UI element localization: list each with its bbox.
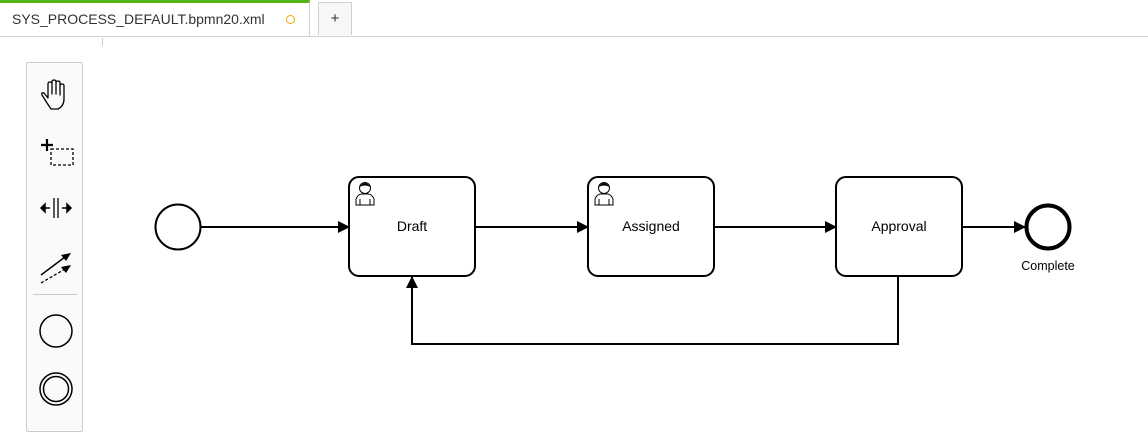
hand-icon: [41, 79, 65, 110]
user-icon: [355, 182, 375, 206]
palette-separator: [33, 294, 77, 295]
unsaved-changes-dot-icon: [286, 15, 295, 24]
hand-tool-button[interactable]: [33, 73, 79, 117]
intermediate-event-circle-icon: [39, 372, 73, 406]
task-draft[interactable]: Draft: [348, 176, 476, 277]
tab-bar: SYS_PROCESS_DEFAULT.bpmn20.xml +: [0, 0, 1148, 37]
task-assigned[interactable]: Assigned: [587, 176, 715, 277]
task-assigned-label: Assigned: [622, 218, 680, 234]
flow-approval-draft[interactable]: [406, 276, 899, 345]
task-approval-label: Approval: [871, 218, 926, 234]
start-event-circle-icon: [39, 314, 73, 348]
connect-arrow-icon: [40, 253, 71, 284]
end-event[interactable]: Complete: [1021, 203, 1075, 274]
end-event-label: Complete: [1021, 259, 1075, 273]
bpmn-canvas[interactable]: Draft Assigned Approval Complete: [0, 0, 1148, 423]
tool-palette: [26, 62, 83, 432]
lasso-selection-icon: [41, 139, 74, 166]
tab-process-file[interactable]: SYS_PROCESS_DEFAULT.bpmn20.xml: [0, 0, 310, 36]
global-connect-tool-button[interactable]: [33, 243, 79, 287]
task-approval[interactable]: Approval: [835, 176, 963, 277]
tab-title: SYS_PROCESS_DEFAULT.bpmn20.xml: [12, 11, 265, 27]
space-tool-button[interactable]: [33, 186, 79, 230]
add-tab-button[interactable]: +: [318, 2, 352, 35]
start-event[interactable]: [154, 203, 202, 251]
space-tool-icon: [39, 198, 73, 218]
task-draft-label: Draft: [397, 218, 427, 234]
user-icon: [594, 182, 614, 206]
lasso-tool-button[interactable]: [33, 129, 79, 173]
start-event-tool-button[interactable]: [33, 309, 79, 353]
sequence-flows: [201, 221, 1026, 345]
intermediate-event-tool-button[interactable]: [33, 367, 79, 411]
ruler-tick: [102, 38, 103, 46]
